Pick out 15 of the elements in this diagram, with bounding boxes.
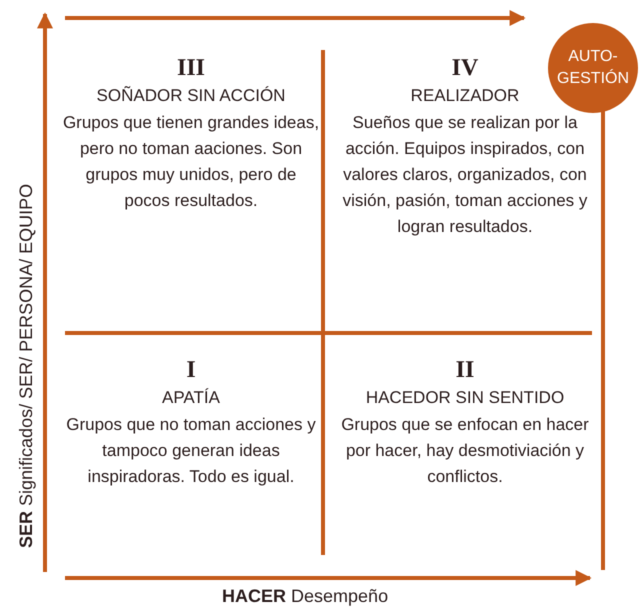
quadrant-title: APATÍA bbox=[161, 387, 221, 409]
quadrant-description: Grupos que tienen grandes ideas, pero no toman aaciones. Son grupos muy unidos, pero de pocos resultados. bbox=[62, 112, 320, 212]
circle-label: AUTO-GESTIÓN bbox=[557, 47, 629, 89]
numeral: III bbox=[176, 54, 206, 82]
horizontal-axis-label: HACER Desempeño bbox=[222, 586, 388, 607]
numeral: IV bbox=[452, 54, 478, 82]
quadrant-description: Grupos que no toman acciones y tampoco generan ideas inspiradoras. Todo es igual. bbox=[65, 414, 317, 488]
quadrant-description: Sueños que se realizan por la acción. Equipos inspirados, con valores claros, organizados, con visión, pasión, toman acciones y logran resultados. bbox=[342, 112, 588, 238]
numeral: I bbox=[186, 356, 196, 384]
quadrant-title: SOÑADOR SIN ACCIÓN bbox=[96, 85, 286, 107]
vertical-axis-label: SER Significados/ SER/ PERSONA/ EQUIPO bbox=[16, 184, 37, 548]
quadrant-description: Grupos que se enfocan en hacer por hacer, hay desmotiviación y conflictos. bbox=[340, 414, 590, 488]
quadrant-title: HACEDOR SIN SENTIDO bbox=[364, 387, 566, 409]
quadrant-title: REALIZADOR bbox=[410, 85, 520, 107]
numeral: II bbox=[456, 356, 474, 384]
